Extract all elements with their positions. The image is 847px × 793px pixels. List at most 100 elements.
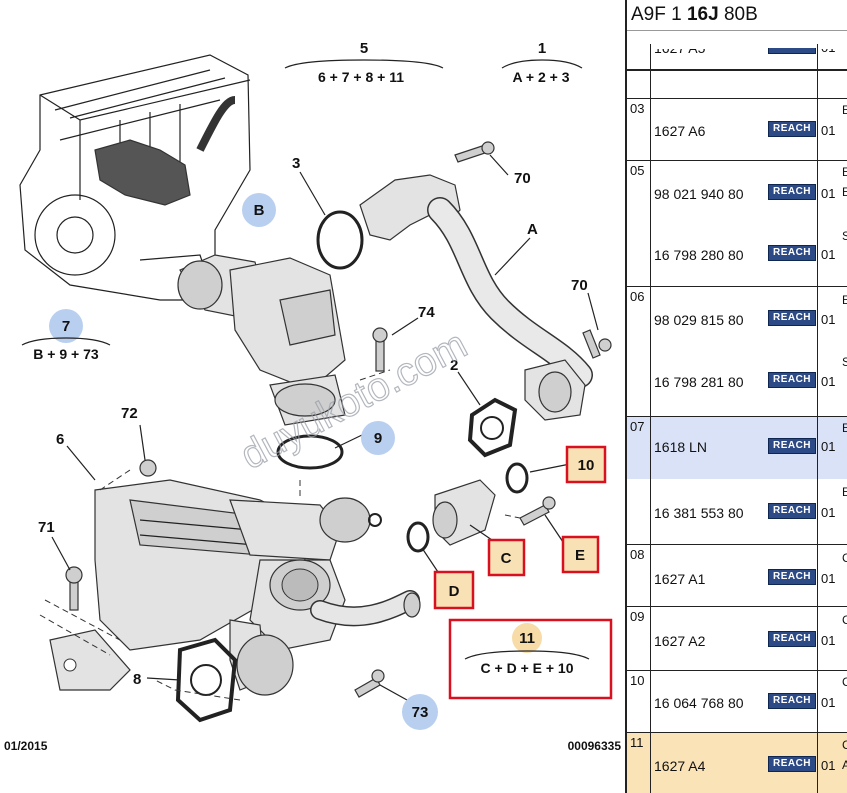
quantity: 01 [821,247,836,262]
reach-badge[interactable]: REACH [768,693,816,709]
callout-72: 72 [121,405,138,422]
reach-badge[interactable]: REACH [768,121,816,137]
reach-badge[interactable]: REACH [768,372,816,388]
quantity: 01 [821,633,836,648]
egr-cooler-body [49,479,421,696]
description-cut: E [842,185,847,199]
callout-6: 6 [56,431,64,448]
svg-text:B + 9 + 73: B + 9 + 73 [33,346,99,362]
table-row[interactable]: 08 1627 A1 REACH 01 C [627,544,847,607]
table-row[interactable]: 11 1627 A4 REACH 01 C A [627,732,847,793]
reach-badge[interactable]: REACH [768,184,816,200]
row-index: 06 [627,287,651,417]
quantity: 01 [821,186,836,201]
description-cut: E [842,103,847,117]
bolt-70-top [454,141,495,163]
reach-badge[interactable]: REACH [768,438,816,454]
exploded-parts-diagram: 5 6 + 7 + 8 + 11 1 A + 2 + 3 [4,40,622,753]
group-1-formula: 1 A + 2 + 3 [501,40,583,85]
reach-badge[interactable]: REACH [768,569,816,585]
svg-text:9: 9 [374,430,382,447]
reach-badge[interactable]: REACH [768,756,816,772]
connector-c [432,479,496,546]
description-cut: E [842,165,847,179]
part-number: 98 029 815 80 [654,312,744,328]
group-5-formula: 5 6 + 7 + 8 + 11 [284,40,444,85]
callout-e: E [561,535,600,574]
svg-text:73: 73 [412,704,429,721]
callout-d: D [433,570,475,610]
svg-text:6 + 7 + 8 + 11: 6 + 7 + 8 + 11 [318,69,404,85]
svg-text:E: E [575,547,585,564]
bolt-70-right [582,329,612,359]
description-cut: E [842,421,847,435]
header-code: 16J [686,4,719,25]
reach-badge: REACH [768,48,816,54]
seal-ring-3 [316,210,364,270]
nut-72 [139,459,157,477]
table-row[interactable]: 05 98 021 940 80 REACH 01 E E 16 798 280… [627,160,847,287]
seal-ring-d [406,521,430,553]
reach-badge[interactable]: REACH [768,503,816,519]
part-number: 16 381 553 80 [654,505,744,521]
row-index: 10 [627,671,651,733]
table-row[interactable]: 03 1627 A6 REACH 01 E [627,98,847,161]
part-number: 16 798 280 80 [654,247,744,263]
callout-10: 10 [565,445,607,484]
callout-a: A [527,221,538,238]
svg-text:A + 2 + 3: A + 2 + 3 [512,69,569,85]
part-number: 1627 A5 [654,40,706,56]
callout-3: 3 [292,155,300,172]
bolt-73 [354,669,385,698]
svg-text:B: B [254,202,265,219]
bolt-71 [65,566,83,611]
row-index: 08 [627,545,651,607]
callout-8: 8 [133,671,141,688]
quantity: 01 [821,40,836,55]
callout-2: 2 [450,357,458,374]
group-7-formula: 7 B + 9 + 73 [21,309,111,362]
svg-text:7: 7 [62,318,70,335]
svg-text:1: 1 [538,40,546,57]
description-cut: S [842,229,847,243]
part-number: 1627 A4 [654,758,706,774]
parts-list-panel: A9F 1 16J 80B 1627 A5 REACH 01 03 1627 A… [625,0,847,793]
part-number: 98 021 940 80 [654,186,744,202]
part-number: 16 064 768 80 [654,695,744,711]
reach-badge[interactable]: REACH [768,310,816,326]
description-cut: A [842,758,847,772]
quantity: 01 [821,505,836,520]
table-row[interactable]: 09 1627 A2 REACH 01 C [627,606,847,671]
row-index: 11 [627,733,651,793]
description-cut: C [842,613,847,627]
part-number: 1627 A2 [654,633,706,649]
bolt-74 [372,327,388,372]
description-cut: E [842,485,847,499]
egr-pipe-a [359,174,593,421]
quantity: 01 [821,123,836,138]
svg-text:D: D [449,583,460,600]
row-index: 05 [627,161,651,287]
quantity: 01 [821,439,836,454]
svg-text:10: 10 [578,457,595,474]
quantity: 01 [821,758,836,773]
callout-74: 74 [418,304,435,321]
table-row[interactable]: 07 1618 LN REACH 01 E 16 381 553 80 REAC… [627,416,847,545]
row-index: 03 [627,99,651,161]
reach-badge[interactable]: REACH [768,245,816,261]
footer-date: 01/2015 [4,739,48,753]
quantity: 01 [821,374,836,389]
description-cut: E [842,293,847,307]
footer-reference: 00096335 [568,739,622,753]
svg-text:5: 5 [360,40,368,57]
callout-70-top: 70 [514,170,531,187]
description-cut: S [842,355,847,369]
table-row[interactable]: 10 16 064 768 80 REACH 01 C [627,670,847,733]
part-number: 1618 LN [654,439,707,455]
callout-9: 9 [361,421,395,455]
description-cut: C [842,551,847,565]
reach-badge[interactable]: REACH [768,631,816,647]
table-row[interactable]: 06 98 029 815 80 REACH 01 E 16 798 281 8… [627,286,847,417]
row-index: 07 [627,417,651,545]
table-row-partial[interactable]: 1627 A5 REACH 01 [627,44,847,98]
